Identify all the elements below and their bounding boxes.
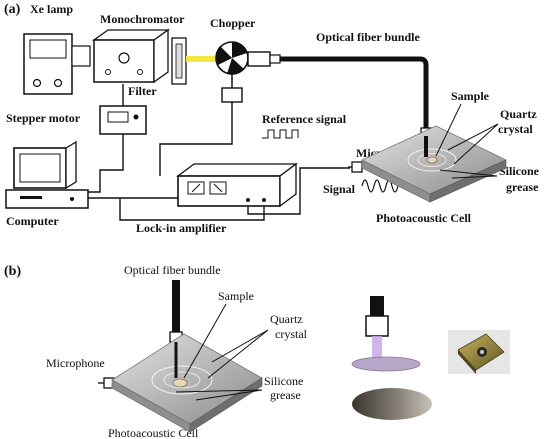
pa-cell-label-a: Photoacoustic Cell xyxy=(376,211,472,225)
signal-label: Signal xyxy=(323,182,356,196)
pa-cell-a xyxy=(361,125,507,203)
pa-cell-b xyxy=(111,333,263,433)
crystal-label-a: crystal xyxy=(498,122,533,136)
xe-lamp xyxy=(23,33,91,95)
microphone-label-b: Microphone xyxy=(46,356,105,370)
knob-icon xyxy=(32,78,42,88)
violet-beam xyxy=(372,336,382,362)
sample-a xyxy=(426,156,438,164)
callouts-b xyxy=(175,303,269,401)
silicone-label-b: Silicone xyxy=(264,374,303,388)
sample-b xyxy=(172,378,188,388)
sample-label-b: Sample xyxy=(218,289,254,303)
chopper-label: Chopper xyxy=(210,16,256,30)
panel-a-tag: (a) xyxy=(4,2,21,17)
grease-label-a: grease xyxy=(506,180,539,194)
quartz-label-a: Quartz xyxy=(500,107,537,121)
computer-label: Computer xyxy=(6,214,59,228)
xe-lamp-label: Xe lamp xyxy=(30,2,73,16)
dial-icon xyxy=(118,52,130,64)
stepper-motor xyxy=(99,105,147,135)
callouts-a xyxy=(435,103,499,179)
reference-wave xyxy=(262,129,299,139)
filter-label: Filter xyxy=(128,84,157,98)
seed-photo xyxy=(352,388,432,420)
optical-fiber xyxy=(280,56,429,128)
microphone-b xyxy=(98,377,115,389)
stepper-motor-label: Stepper motor xyxy=(6,111,81,125)
fiber-bundle-label-b: Optical fiber bundle xyxy=(124,263,221,277)
reference-signal-label: Reference signal xyxy=(262,112,347,126)
probe-photo xyxy=(351,296,421,372)
light-beam xyxy=(186,56,222,62)
gold-cell-photo xyxy=(448,330,510,374)
silicone-label-a: Silicone xyxy=(499,164,540,178)
fiber-b xyxy=(169,280,183,343)
lockin-label: Lock-in amplifier xyxy=(136,221,227,235)
computer xyxy=(5,140,89,209)
microphone-a xyxy=(348,161,363,173)
crystal-label-b: crystal xyxy=(275,327,308,341)
filter xyxy=(171,37,187,85)
lockin-amplifier xyxy=(176,162,298,208)
panel-b-tag: (b) xyxy=(4,264,21,279)
knob-icon xyxy=(53,78,63,88)
fiber-bundle-label: Optical fiber bundle xyxy=(316,30,420,44)
sample-label-a: Sample xyxy=(451,89,490,103)
pa-cell-label-b: Photoacoustic Cell xyxy=(108,426,199,439)
monochromator-label: Monochromator xyxy=(100,12,185,26)
grease-label-b: grease xyxy=(270,388,301,402)
quartz-label-b: Quartz xyxy=(270,312,303,326)
monochromator xyxy=(91,28,171,84)
signal-wave xyxy=(361,179,405,193)
fiber-coupler xyxy=(247,51,281,67)
chopper xyxy=(215,41,249,103)
wiring xyxy=(88,102,350,221)
